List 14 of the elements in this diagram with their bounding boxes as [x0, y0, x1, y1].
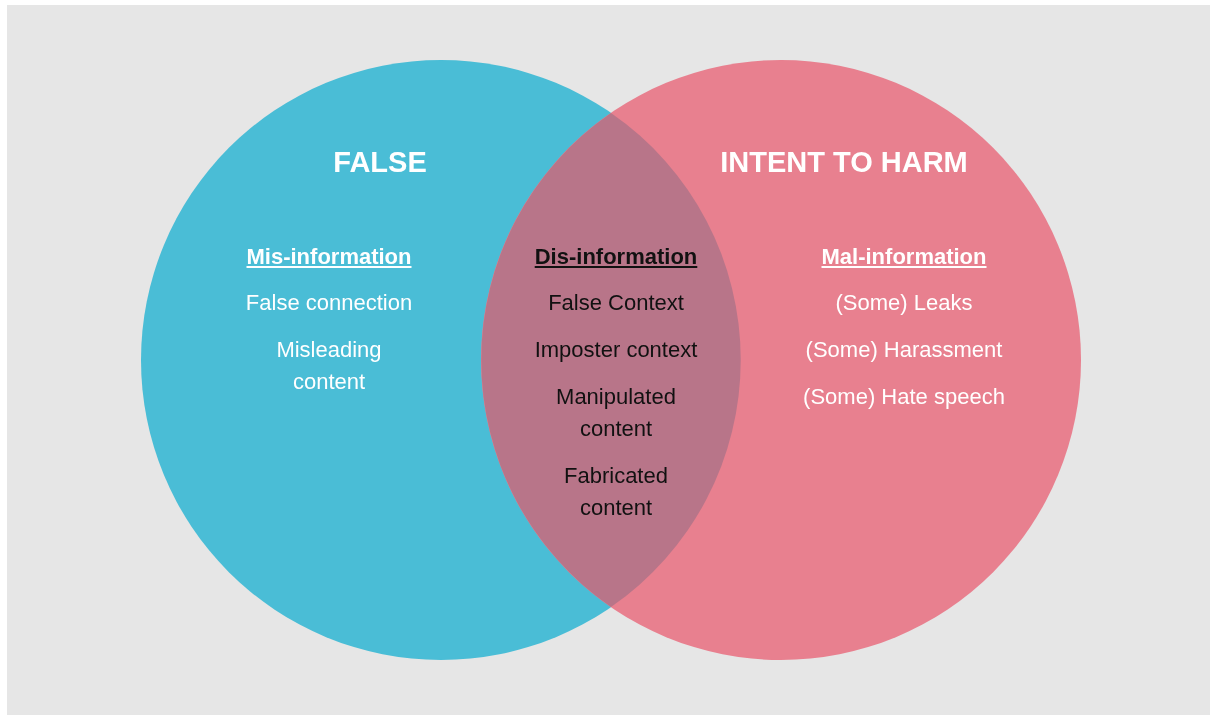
list-item: Manipulated content — [555, 383, 677, 443]
category-heading: Dis-information — [534, 243, 698, 271]
list-item: Imposter context — [534, 336, 698, 364]
circle-heading: FALSE — [333, 146, 427, 178]
list-item: Misleading content — [275, 336, 383, 396]
circle-heading: INTENT TO HARM — [720, 146, 968, 178]
list-item: Fabricated content — [563, 462, 669, 522]
list-item: False Context — [548, 289, 684, 317]
category-heading: Mal-information — [821, 243, 987, 271]
category-heading: Mis-information — [246, 243, 412, 271]
list-item: (Some) Leaks — [835, 289, 973, 317]
list-item: (Some) Hate speech — [803, 383, 1005, 411]
list-item: False connection — [245, 289, 413, 317]
list-item: (Some) Harassment — [805, 336, 1003, 364]
